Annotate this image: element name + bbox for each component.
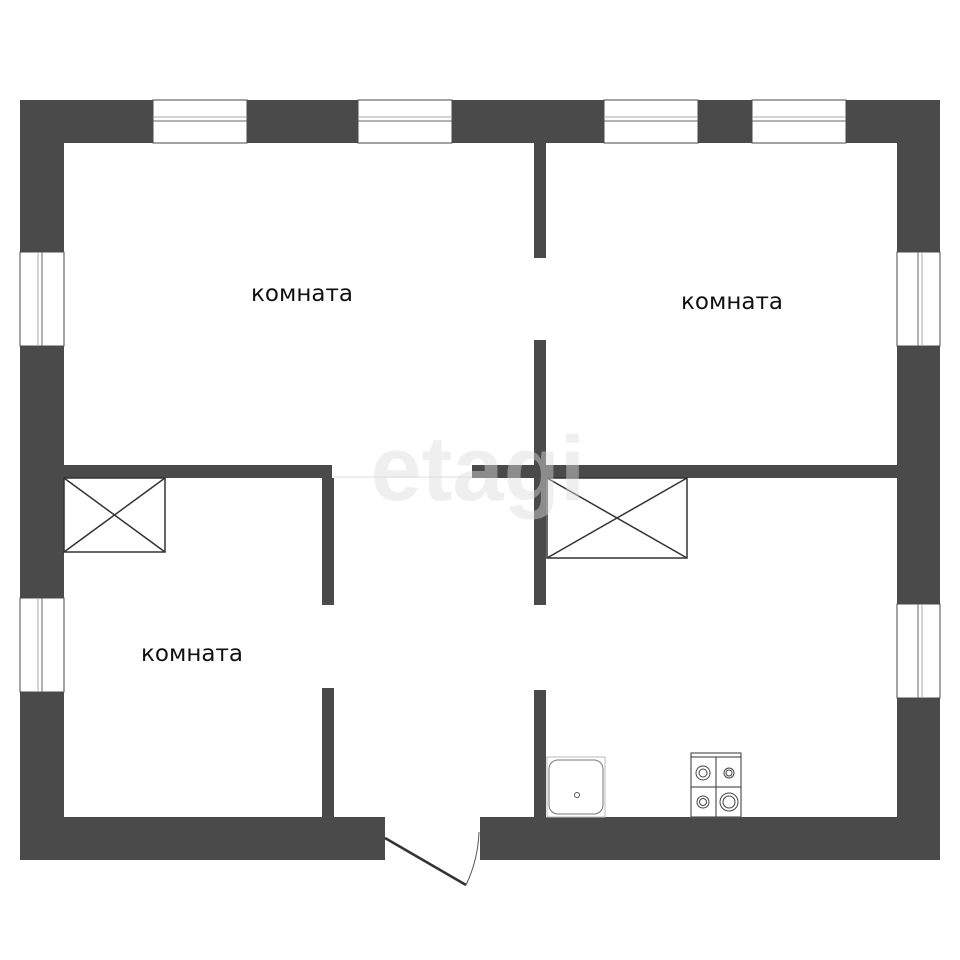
sink-icon xyxy=(546,756,606,818)
window-top-2 xyxy=(357,99,453,144)
window-top-4 xyxy=(751,99,847,144)
ventilation-shaft-right xyxy=(546,477,688,559)
window-right-2 xyxy=(896,603,941,699)
room-label-bottom-left: комната xyxy=(141,641,243,667)
window-top-3 xyxy=(603,99,699,144)
interior-walls xyxy=(64,143,897,817)
watermark: etagi xyxy=(371,418,586,520)
entrance-door xyxy=(384,831,480,887)
window-left-1 xyxy=(19,251,65,347)
window-left-2 xyxy=(19,597,65,693)
window-top-1 xyxy=(152,99,248,144)
room-label-top-right: комната xyxy=(681,289,783,315)
windows xyxy=(19,99,941,699)
stove-icon xyxy=(690,752,742,818)
room-label-top-left: комната xyxy=(251,281,353,307)
window-right-1 xyxy=(896,251,941,347)
ventilation-shaft-left xyxy=(63,477,166,553)
